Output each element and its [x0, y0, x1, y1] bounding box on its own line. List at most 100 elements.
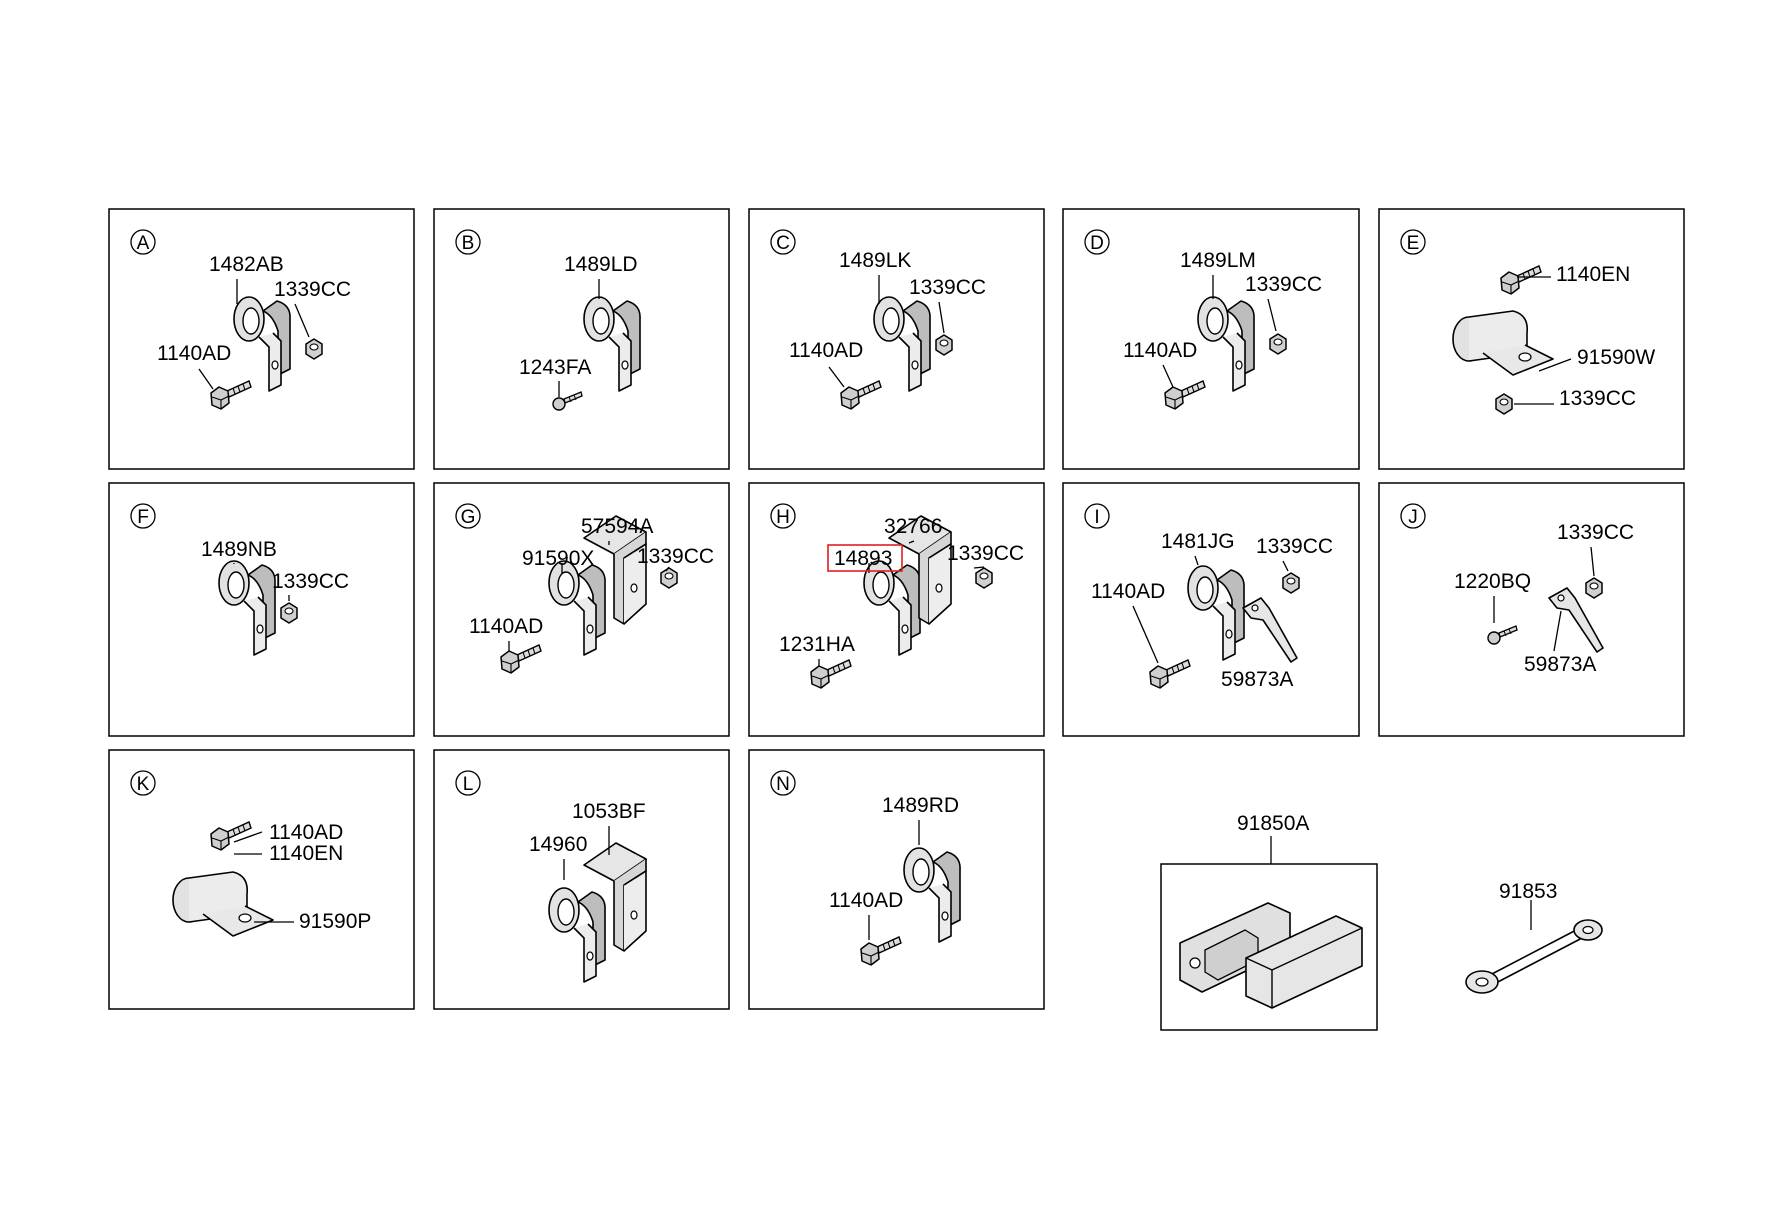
clamp-part	[1197, 296, 1255, 392]
leader-line	[973, 566, 985, 569]
part-number-label[interactable]: 91590X	[522, 547, 594, 570]
part-number-label[interactable]: 1489LM	[1180, 249, 1256, 272]
panel-frame	[433, 208, 730, 470]
bolt-part	[860, 936, 902, 966]
panel-letter: B	[462, 233, 475, 254]
part-number-label[interactable]: 14893	[834, 547, 892, 570]
part-number-label[interactable]: 1140AD	[829, 889, 903, 912]
pclip-part	[1452, 310, 1554, 376]
highlight-box	[827, 544, 903, 572]
part-number-label[interactable]: 91590W	[1577, 346, 1655, 369]
part-number-label[interactable]: 1140AD	[1123, 339, 1197, 362]
part-number-label[interactable]: 91850A	[1237, 812, 1309, 835]
panel-letter-circle	[1084, 229, 1110, 255]
part-number-label[interactable]: 1140EN	[269, 842, 343, 865]
leader-line	[938, 301, 945, 334]
part-number-label[interactable]: 57594A	[581, 515, 653, 538]
part-number-label[interactable]: 1339CC	[1245, 273, 1322, 296]
part-number-label[interactable]: 1339CC	[1256, 535, 1333, 558]
part-number-label[interactable]: 59873A	[1221, 668, 1293, 691]
part-number-label[interactable]: 1140AD	[1091, 580, 1165, 603]
puller-handle	[1489, 927, 1585, 985]
clamp-part	[548, 887, 606, 983]
panel-letter: G	[461, 507, 476, 528]
part-number-label[interactable]: 1339CC	[272, 570, 349, 593]
part-number-label[interactable]: 1243FA	[519, 356, 591, 379]
panel-letter: E	[1407, 233, 1420, 254]
part-number-label[interactable]: 1053BF	[572, 800, 646, 823]
clamp-part	[233, 296, 291, 392]
part-number-label[interactable]: 91853	[1499, 880, 1557, 903]
panel-letter-circle	[1084, 503, 1110, 529]
panel-letter-circle	[130, 770, 156, 796]
panel-letter-circle	[455, 770, 481, 796]
panel-frame	[108, 208, 415, 470]
screw-part	[552, 391, 583, 411]
leader-line	[1538, 358, 1572, 372]
part-number-label[interactable]: 1339CC	[1557, 521, 1634, 544]
part-number-label[interactable]: 1489LD	[564, 253, 638, 276]
clamp-part	[903, 847, 961, 943]
clamp-part	[873, 296, 931, 392]
panel-letter-circle	[770, 503, 796, 529]
bolt-part	[1164, 380, 1206, 410]
part-number-label[interactable]: 1481JG	[1161, 530, 1235, 553]
panel-letter-circle	[1400, 229, 1426, 255]
part-number-label[interactable]: 91590P	[299, 910, 371, 933]
panel-letter-circle	[455, 503, 481, 529]
clamp-part	[583, 296, 641, 392]
part-number-label[interactable]: 1339CC	[947, 542, 1024, 565]
part-number-label[interactable]: 1489RD	[882, 794, 959, 817]
part-number-label[interactable]: 1140AD	[789, 339, 863, 362]
leader-line	[1282, 560, 1289, 572]
part-number-label[interactable]: 1339CC	[637, 545, 714, 568]
bolt-part	[210, 380, 252, 410]
panel-letter-circle	[1400, 503, 1426, 529]
leader-line	[1132, 605, 1159, 664]
panel-h: H 32766 14893 1339CC 1231HA	[748, 482, 1045, 737]
clamp-part	[548, 560, 606, 656]
leader-line	[1590, 546, 1595, 577]
part-number-label[interactable]: 1339CC	[909, 276, 986, 299]
panel-letter: H	[776, 507, 790, 528]
panel-letter: N	[776, 774, 790, 795]
part-number-label[interactable]: 14960	[529, 833, 587, 856]
panel-letter-circle	[770, 229, 796, 255]
part-number-label[interactable]: 1339CC	[1559, 387, 1636, 410]
leader-line	[1194, 555, 1199, 566]
part-number-label[interactable]: 1140EN	[1556, 263, 1630, 286]
panel-letter-circle	[770, 770, 796, 796]
fuse-cover	[1245, 915, 1363, 1009]
part-number-label[interactable]: 1220BQ	[1454, 570, 1531, 593]
fuse-puller-group: 91853	[1465, 880, 1603, 994]
panel-frame	[1062, 482, 1360, 737]
leader-line	[1267, 298, 1277, 332]
nut-part	[1282, 572, 1300, 594]
part-number-label[interactable]: 1339CC	[274, 278, 351, 301]
part-number-label[interactable]: 1482AB	[209, 253, 284, 276]
part-number-label[interactable]: 59873A	[1524, 653, 1596, 676]
part-number-label[interactable]: 1489LK	[839, 249, 911, 272]
part-number-label[interactable]: 1140AD	[157, 342, 231, 365]
panel-frame	[433, 482, 730, 737]
leader-line	[1553, 610, 1562, 652]
leader-line	[1162, 364, 1174, 388]
nut-part	[1495, 393, 1513, 415]
part-number-label[interactable]: 1231HA	[779, 633, 855, 656]
part-number-label[interactable]: 1140AD	[469, 615, 543, 638]
panel-frame	[1378, 482, 1685, 737]
part-number-label[interactable]: 1489NB	[201, 538, 277, 561]
panel-letter: I	[1094, 507, 1099, 528]
panel-letter: K	[137, 774, 150, 795]
leader-line	[198, 368, 214, 390]
panel-e: E 1140EN 91590W 1339CC	[1378, 208, 1685, 470]
part-number-label[interactable]: 32766	[884, 515, 942, 538]
panel-g: G 57594A 91590X 1339CC 1140AD	[433, 482, 730, 737]
nut-part	[1585, 577, 1603, 599]
part-number-label[interactable]: 1140AD	[269, 821, 343, 844]
